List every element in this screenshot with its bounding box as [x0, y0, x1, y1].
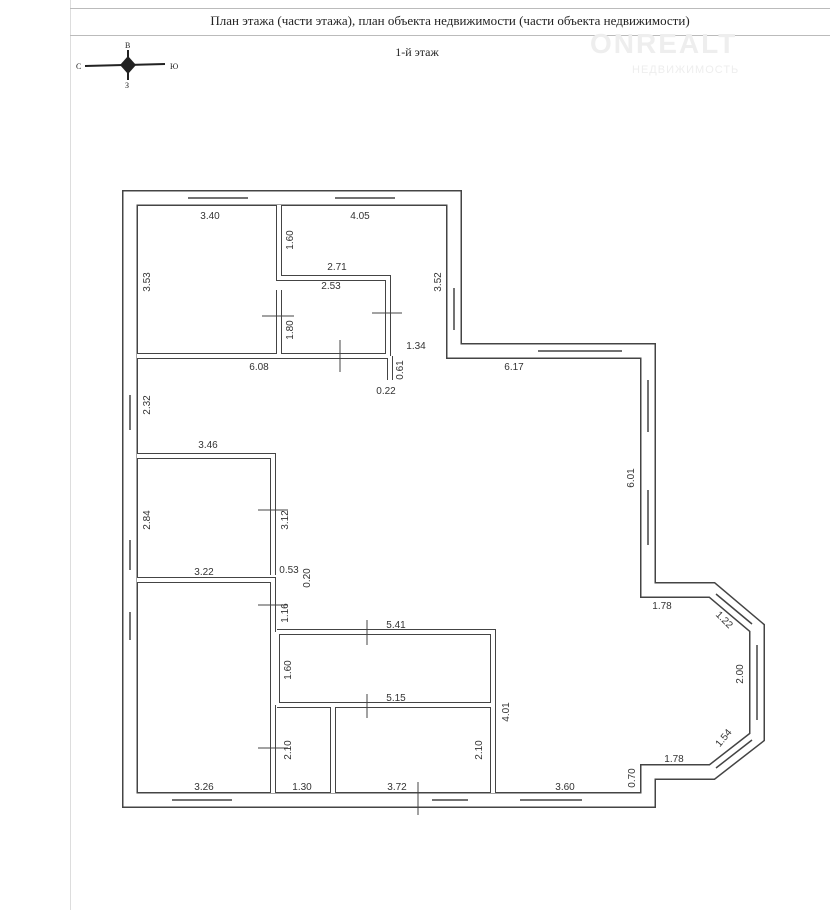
dimension-label: 0.70 [627, 768, 638, 788]
dimension-label: 5.41 [386, 620, 406, 631]
page-title: План этажа (части этажа), план объекта н… [210, 13, 690, 28]
dimension-label: 2.10 [474, 740, 485, 760]
dimension-label: 6.08 [249, 362, 269, 373]
dimension-label: 0.61 [395, 360, 406, 380]
door-marks [258, 312, 419, 815]
dimension-label: 1.78 [652, 601, 672, 612]
dimension-label: 3.72 [387, 782, 407, 793]
dimension-label: 0.22 [376, 386, 396, 397]
dimension-label: 3.52 [433, 272, 444, 292]
dimension-label: 3.53 [142, 272, 153, 292]
interior-walls [137, 205, 496, 793]
page-margin-line [70, 0, 71, 910]
dimension-label: 0.20 [302, 568, 313, 588]
dimension-label: 3.26 [194, 782, 214, 793]
windows [129, 197, 758, 801]
dimension-label: 1.34 [406, 341, 426, 352]
dimension-label: 1.16 [280, 603, 291, 623]
dimension-label: 3.22 [194, 567, 214, 578]
dimension-label: 4.01 [501, 702, 512, 722]
dimension-label: 1.54 [714, 727, 735, 749]
watermark-subtitle: НЕДВИЖИМОСТЬ [632, 64, 740, 76]
dimension-label: 2.00 [735, 664, 746, 684]
dimension-label: 2.10 [283, 740, 294, 760]
dimension-label: 6.01 [626, 468, 637, 488]
dimension-label: 3.60 [555, 782, 575, 793]
compass-icon: С Ю В З [76, 41, 178, 90]
compass-west: С [76, 62, 81, 71]
watermark-logo: ONREALT [590, 28, 738, 59]
dimension-label: 1.60 [283, 660, 294, 680]
dimension-label: 2.84 [142, 510, 153, 530]
dimension-label: 6.17 [504, 362, 524, 373]
dimension-label: 1.30 [292, 782, 312, 793]
dimension-label: 5.15 [386, 693, 406, 704]
dimension-label: 1.78 [664, 754, 684, 765]
dimension-label: 2.71 [327, 262, 347, 273]
dimension-label: 2.32 [142, 395, 153, 415]
dimension-label: 1.80 [285, 320, 296, 340]
dimension-label: 2.53 [321, 281, 341, 292]
header-bottom-rule [70, 35, 830, 36]
dimension-label: 3.40 [200, 211, 220, 222]
dimension-label: 1.60 [285, 230, 296, 250]
compass-east: Ю [170, 62, 178, 71]
dimension-label: 3.12 [280, 510, 291, 530]
dimension-label: 0.53 [279, 565, 299, 576]
header-top-rule [70, 8, 830, 9]
exterior-walls [122, 190, 765, 808]
dimension-label: 3.46 [198, 440, 218, 451]
dimension-label: 4.05 [350, 211, 370, 222]
compass-north: В [125, 41, 130, 50]
dimension-labels: 3.40 4.05 1.60 2.71 2.53 3.53 3.52 1.80 … [142, 211, 746, 793]
compass-south: З [125, 81, 129, 90]
floor-label: 1-й этаж [395, 45, 439, 59]
